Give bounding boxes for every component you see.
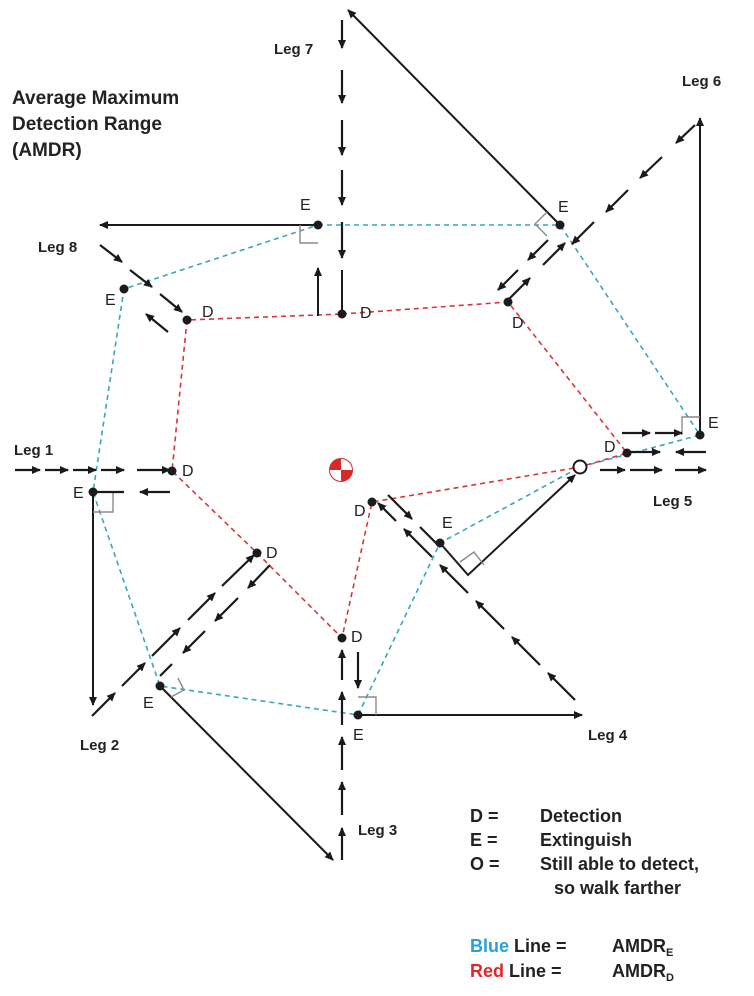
blue-line-value: AMDRE (612, 936, 673, 959)
source-center-icon (329, 458, 353, 482)
leg-4-label: Leg 4 (588, 727, 628, 744)
label-d: D (604, 439, 616, 456)
point-labels: E E E E E E E E D D D D D D D D (73, 197, 719, 744)
key-code-o: O = (470, 854, 500, 874)
leg-2-label: Leg 2 (80, 737, 119, 754)
line-key: Blue Line = AMDRE Red Line = AMDRD (470, 936, 674, 984)
still-detect-point (572, 459, 588, 475)
label-e: E (558, 199, 569, 216)
leg-labels: Leg 1 Leg 2 Leg 3 Leg 4 Leg 5 Leg 6 Leg … (14, 41, 721, 839)
red-line-key: Red Line = (470, 961, 562, 981)
leg-5-label: Leg 5 (653, 493, 692, 510)
walk-paths (89, 9, 704, 861)
leg-6-label: Leg 6 (682, 73, 721, 90)
key-text-o: Still able to detect, (540, 854, 699, 874)
key-code-e: E = (470, 830, 498, 850)
label-d: D (266, 545, 278, 562)
label-d: D (360, 305, 372, 322)
leg-1-label: Leg 1 (14, 442, 53, 459)
amdr-d-red-line (171, 301, 629, 640)
diagram-title: Average Maximum Detection Range (AMDR) (12, 88, 179, 161)
approach-arrows (15, 20, 707, 860)
leg-7-label: Leg 7 (274, 41, 313, 58)
red-line-value: AMDRD (612, 961, 674, 984)
key-text-e: Extinguish (540, 830, 632, 850)
label-d: D (351, 629, 363, 646)
key-text-o-2: so walk farther (554, 878, 681, 898)
title-line-3: (AMDR) (12, 140, 82, 161)
label-e: E (300, 197, 311, 214)
label-d: D (512, 315, 524, 332)
label-e: E (105, 292, 116, 309)
label-e: E (73, 485, 84, 502)
right-angle-markers (93, 211, 700, 715)
label-d: D (354, 503, 366, 520)
blue-line-key: Blue Line = (470, 936, 567, 956)
label-e: E (442, 515, 453, 532)
leg-8-label: Leg 8 (38, 239, 77, 256)
label-d: D (182, 463, 194, 480)
leg-3-label: Leg 3 (358, 822, 397, 839)
amdr-e-blue-line (92, 224, 702, 716)
extinguish-points (88, 220, 705, 720)
label-d: D (202, 304, 214, 321)
key-text-d: Detection (540, 806, 622, 826)
label-e: E (143, 695, 154, 712)
detection-points (167, 297, 632, 643)
key-code-d: D = (470, 806, 499, 826)
label-e: E (353, 727, 364, 744)
title-line-2: Detection Range (12, 114, 162, 135)
label-e: E (708, 415, 719, 432)
title-line-1: Average Maximum (12, 88, 179, 109)
symbol-key: D = Detection E = Extinguish O = Still a… (470, 806, 699, 898)
